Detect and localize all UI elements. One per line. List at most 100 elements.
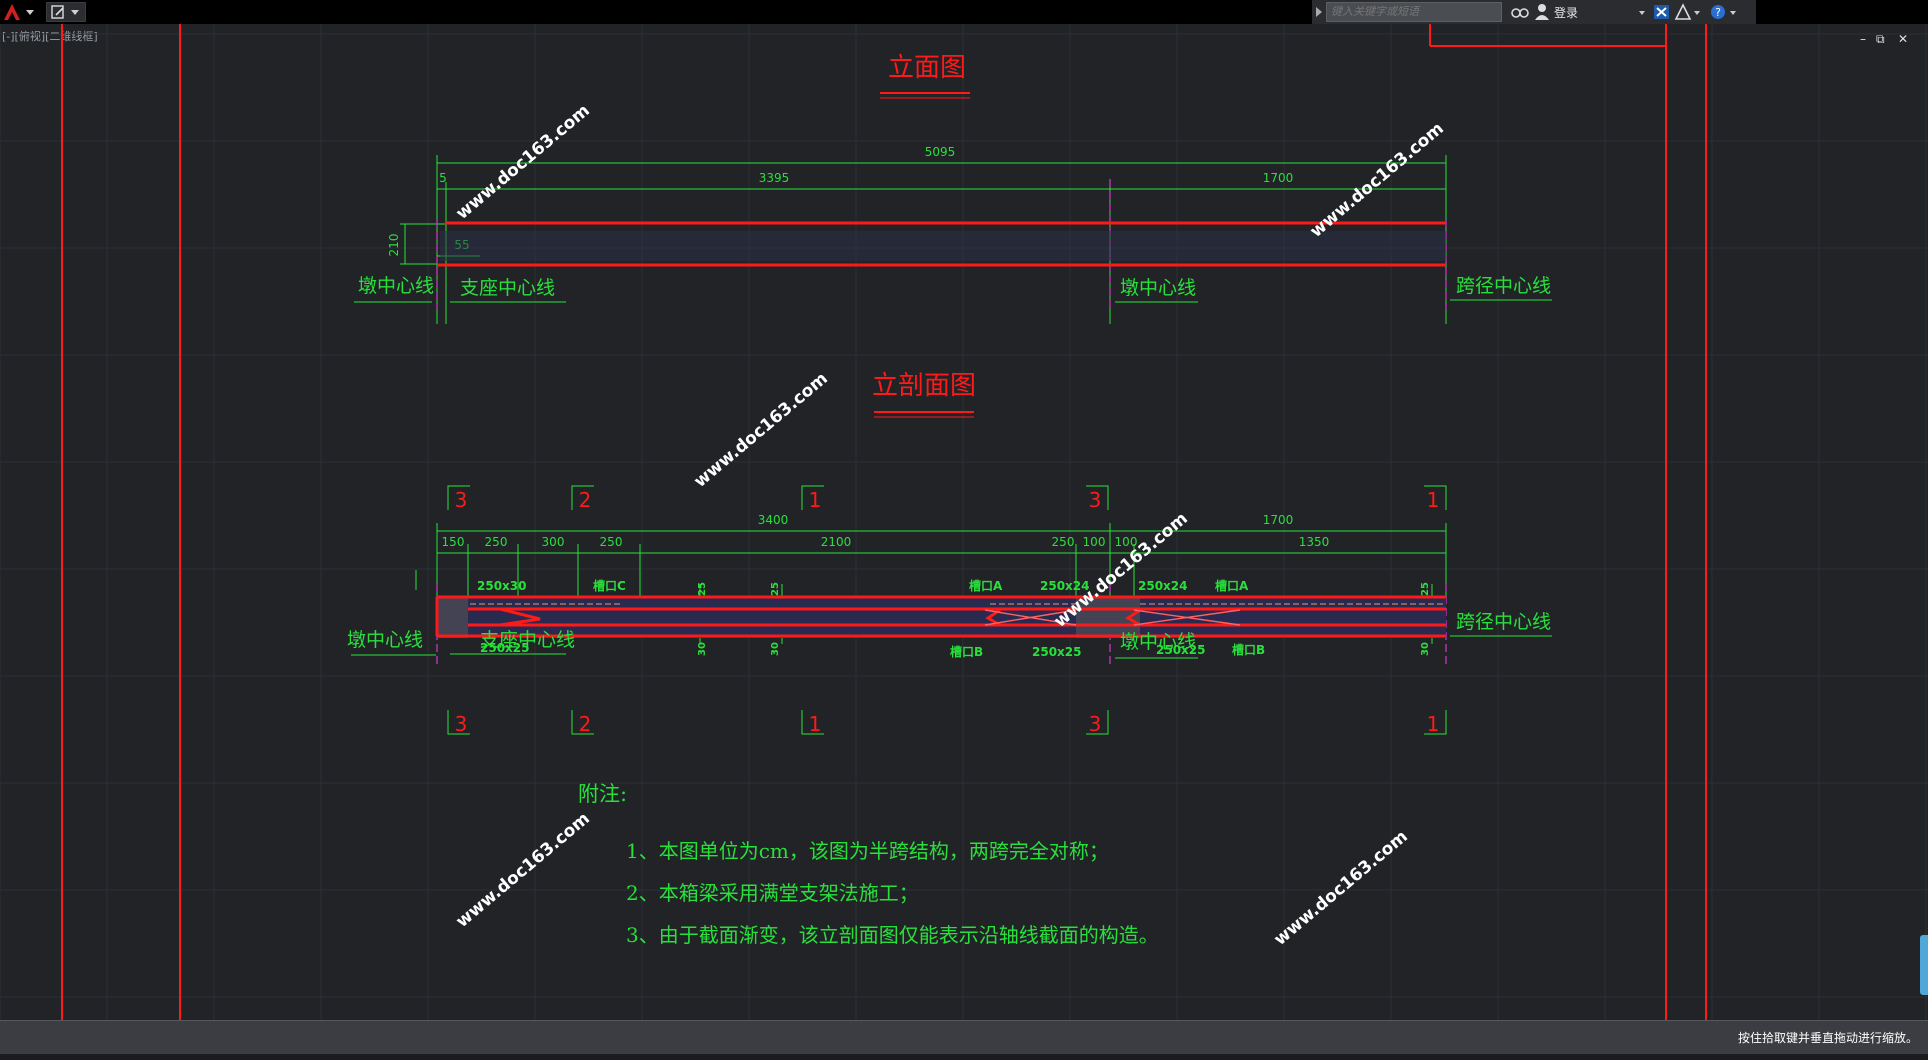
elev-dim-right: 1700 — [1263, 171, 1294, 185]
section-mark-label: 1 — [1427, 712, 1440, 736]
note-1: 1、本图单位为cm，该图为半跨结构，两跨完全对称； — [626, 839, 1109, 863]
exchange-apps-icon[interactable] — [1652, 2, 1672, 22]
section-mark-label: 2 — [579, 488, 592, 512]
watermark-text: www.doc163.com — [452, 101, 593, 224]
svg-text:?: ? — [1715, 6, 1721, 19]
elev-dim-left: 3395 — [759, 171, 790, 185]
section-mark-line — [1424, 710, 1447, 735]
vdim-25-b: 25 — [770, 582, 781, 596]
notch-label-a2: 槽口A — [1215, 578, 1249, 593]
vdim-30-c: 30 — [1420, 642, 1431, 656]
viewport-controls-label[interactable]: [-][俯视][二维线框] — [2, 30, 98, 43]
notch-label-c: 槽口C — [593, 578, 626, 593]
notes-heading: 附注: — [578, 782, 628, 806]
elev-label-span-center: 跨径中心线 — [1456, 275, 1551, 297]
stay-connected-icon[interactable] — [1674, 2, 1702, 22]
sect-dim-250c: 250 — [1052, 535, 1075, 549]
haunch-label-5: 250x25 — [1032, 645, 1082, 659]
login-dropdown-icon[interactable] — [1638, 2, 1648, 22]
vdim-30-a: 30 — [697, 642, 708, 656]
infocenter-bar: 登录 ? — [1312, 0, 1756, 24]
watermark-text: www.doc163.com — [452, 809, 593, 932]
sect-label-pier-mid: 墩中心线 — [1120, 631, 1196, 653]
section-mark-line — [447, 710, 470, 735]
sect-dim-1350: 1350 — [1299, 535, 1330, 549]
haunch-label-6: 250x25 — [1156, 643, 1206, 657]
drawing-canvas[interactable]: 立面图 5095 3395 1700 — [0, 24, 1928, 1020]
section-title: 立剖面图 — [872, 371, 976, 401]
search-input[interactable] — [1326, 2, 1502, 22]
section-view: 立剖面图 3 3 2 2 1 1 3 3 1 1 — [347, 371, 1552, 736]
login-button[interactable]: 登录 — [1554, 6, 1579, 20]
elevation-title: 立面图 — [888, 53, 966, 83]
drawing-svg[interactable]: 立面图 5095 3395 1700 — [0, 24, 1928, 1020]
quick-access-toolbar[interactable] — [46, 2, 86, 22]
vdim-30-b: 30 — [770, 642, 781, 656]
status-bar: 按住拾取键并垂直拖动进行缩放。 — [0, 1020, 1928, 1055]
side-panel-tab[interactable] — [1920, 935, 1928, 995]
section-mark-line — [1424, 485, 1447, 510]
elev-label-pier-left: 墩中心线 — [358, 275, 434, 297]
autocad-logo-icon — [4, 4, 34, 20]
sect-dim-100a: 100 — [1083, 535, 1106, 549]
sect-dim-250b: 250 — [600, 535, 623, 549]
frame-border-lines — [61, 24, 1707, 1020]
sect-label-pier-left: 墩中心线 — [347, 629, 423, 651]
help-icon[interactable]: ? — [1708, 2, 1740, 22]
section-mark-line — [571, 710, 594, 735]
section-mark-line — [801, 710, 824, 735]
sect-label-bearing: 支座中心线 — [480, 629, 575, 651]
section-mark-line — [801, 485, 824, 510]
sect-dim-left-total: 3400 — [758, 513, 789, 527]
note-3: 3、由于截面渐变，该立剖面图仅能表示沿轴线截面的构造。 — [626, 923, 1159, 947]
elev-label-pier-mid: 墩中心线 — [1120, 277, 1196, 299]
elev-label-bearing: 支座中心线 — [460, 277, 555, 299]
binoculars-icon[interactable] — [1510, 2, 1530, 22]
watermark-layer: www.doc163.com www.doc163.com www.doc163.c… — [452, 101, 1447, 950]
section-mark-line — [571, 485, 594, 510]
section-mark-line — [1086, 485, 1109, 510]
section-mark-label: 3 — [455, 488, 468, 512]
section-mark-label: 1 — [1427, 488, 1440, 512]
elev-dim-total: 5095 — [925, 145, 956, 159]
sect-dim-right-total: 1700 — [1263, 513, 1294, 527]
toolbar-edit-icon — [51, 5, 79, 19]
haunch-label-1: 250x30 — [477, 579, 527, 593]
notch-label-b2: 槽口B — [1232, 642, 1265, 657]
section-mark-label: 3 — [1089, 488, 1102, 512]
elev-dim-height: 210 — [387, 234, 401, 257]
app-menu-button[interactable] — [2, 2, 36, 22]
box-girder-section — [435, 595, 1446, 638]
sect-dim-100b: 100 — [1115, 535, 1138, 549]
sect-label-span-center: 跨径中心线 — [1456, 611, 1551, 633]
section-mark-label: 1 — [809, 712, 822, 736]
title-bar: 登录 ? — [0, 0, 1928, 24]
watermark-text: www.doc163.com — [690, 369, 831, 492]
sect-dim-150: 150 — [442, 535, 465, 549]
user-icon — [1535, 4, 1549, 20]
section-mark-label: 3 — [455, 712, 468, 736]
sect-dim-2100: 2100 — [821, 535, 852, 549]
section-mark-label: 3 — [1089, 712, 1102, 736]
vdim-25-a: 25 — [697, 582, 708, 596]
sect-dim-250a: 250 — [485, 535, 508, 549]
status-message: 按住拾取键并垂直拖动进行缩放。 — [1737, 1031, 1918, 1045]
section-mark-label: 1 — [809, 488, 822, 512]
section-mark-line — [1086, 710, 1109, 735]
restore-button[interactable]: ⧉ — [1876, 32, 1885, 46]
sect-dim-300: 300 — [542, 535, 565, 549]
haunch-label-3: 250x24 — [1138, 579, 1188, 593]
expand-arrow-icon[interactable] — [1314, 0, 1324, 24]
bottom-strip — [0, 1054, 1928, 1060]
vdim-25-c: 25 — [1420, 582, 1431, 596]
elevation-view: 立面图 5095 3395 1700 — [354, 53, 1552, 324]
minimize-button[interactable]: – — [1860, 32, 1866, 46]
elev-dim-offset: 5 — [439, 171, 447, 185]
close-button[interactable]: ✕ — [1898, 32, 1909, 46]
haunch-label-4: 250x25 — [480, 641, 530, 655]
notch-label-a1: 槽口A — [969, 578, 1003, 593]
grid-lines — [0, 24, 1928, 1020]
notch-label-b1: 槽口B — [950, 644, 983, 659]
section-mark-line — [447, 485, 470, 510]
section-mark-label: 2 — [579, 712, 592, 736]
